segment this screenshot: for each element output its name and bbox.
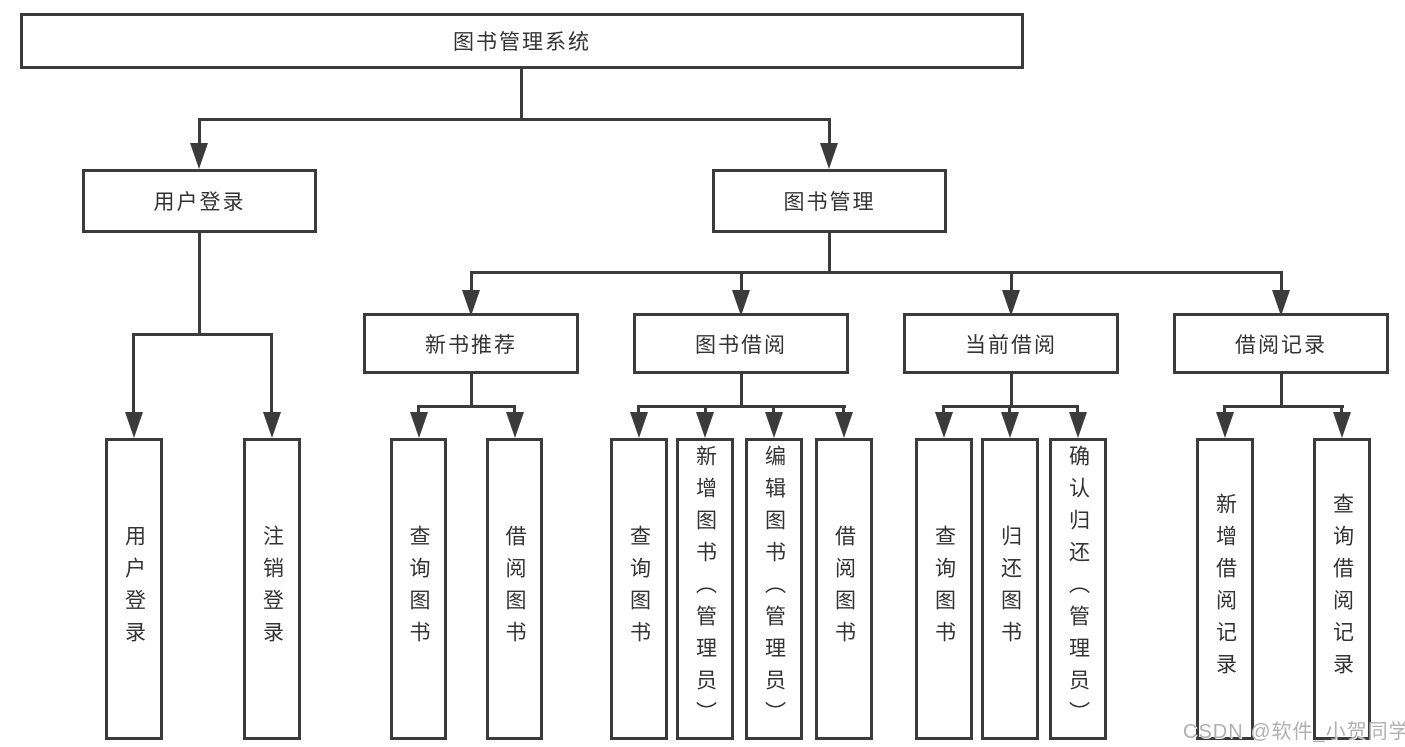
arrowhead-user-login	[190, 143, 208, 169]
node-label: 用户登录	[153, 191, 246, 214]
connector-drop-borrowing-records	[1280, 271, 1283, 293]
csdn-watermark: CSDN @软件_小贺同学	[1183, 721, 1405, 743]
arrowhead-borrowing-records	[1272, 290, 1290, 316]
arrowhead-borrow-books-1	[506, 412, 524, 438]
connector-drop-login-leaf	[132, 333, 135, 413]
node-confirm-return-admin: 确认归还（管理员）	[1049, 438, 1107, 740]
arrowhead-confirm-return	[1069, 412, 1087, 438]
connector-drop	[1076, 405, 1079, 414]
arrowhead-query-borrow-record	[1333, 412, 1351, 438]
arrowhead-borrow-books-2	[835, 412, 853, 438]
arrowhead-return-books	[1001, 412, 1019, 438]
connector-root-stem	[520, 69, 523, 120]
node-label: 借阅图书	[503, 525, 526, 653]
connector-drop-user-login	[198, 118, 201, 145]
arrowhead-new-book	[462, 290, 480, 316]
node-query-books-3: 查询图书	[915, 438, 973, 740]
connector-drop-current-borrowing	[1010, 271, 1013, 293]
connector-drop	[704, 405, 707, 414]
node-label: 确认归还（管理员）	[1066, 445, 1090, 733]
connector-drop	[1008, 405, 1011, 414]
connector-user-login-stem	[198, 233, 201, 335]
node-edit-books-admin: 编辑图书（管理员）	[745, 438, 803, 740]
connector-level3-horizontal	[470, 271, 1282, 274]
node-label: 新书推荐	[425, 333, 517, 357]
arrowhead-edit-books	[765, 412, 783, 438]
node-query-borrow-record: 查询借阅记录	[1313, 438, 1371, 740]
node-current-borrowing: 当前借阅	[903, 313, 1119, 374]
connector-drop-book-borrowing	[740, 271, 743, 293]
connector-book-borrowing-stem	[740, 374, 743, 407]
node-label: 编辑图书（管理员）	[762, 445, 786, 733]
node-query-books-1: 查询图书	[390, 438, 447, 740]
arrowhead-query-books-3	[935, 412, 953, 438]
arrowhead-query-books-2	[630, 412, 648, 438]
connector-level2-horizontal	[198, 118, 831, 121]
connector-new-book-stem	[470, 374, 473, 407]
node-label: 查询图书	[627, 525, 651, 653]
arrowhead-add-borrow-record	[1216, 412, 1234, 438]
node-user-login: 用户登录	[82, 169, 317, 233]
connector-drop-book-management	[828, 118, 831, 145]
node-label: 图书管理系统	[453, 31, 591, 54]
node-label: 借阅记录	[1235, 333, 1327, 357]
arrowhead-book-borrowing	[732, 290, 750, 316]
connector-drop	[772, 405, 775, 414]
arrowhead-logout-leaf	[263, 412, 281, 438]
node-return-books: 归还图书	[981, 438, 1039, 740]
connector-drop	[942, 405, 945, 414]
connector-drop	[513, 405, 516, 414]
node-add-borrow-record: 新增借阅记录	[1196, 438, 1254, 740]
node-book-management: 图书管理	[712, 169, 947, 233]
node-label: 查询图书	[932, 525, 956, 653]
node-borrow-books-1: 借阅图书	[486, 438, 543, 740]
arrowhead-query-books-1	[410, 412, 428, 438]
connector-current-borrowing-stem	[1010, 374, 1013, 407]
arrowhead-login-leaf	[125, 412, 143, 438]
connector-drop	[637, 405, 640, 414]
node-query-books-2: 查询图书	[610, 438, 668, 740]
connector-book-management-stem	[828, 233, 831, 273]
connector-borrowing-records-stem	[1280, 374, 1283, 407]
node-label: 新增借阅记录	[1213, 493, 1237, 685]
connector-book-borrowing-horizontal	[638, 405, 846, 408]
arrowhead-add-books	[696, 412, 714, 438]
connector-drop	[1340, 405, 1343, 414]
node-borrow-books-2: 借阅图书	[815, 438, 873, 740]
node-label: 归还图书	[998, 525, 1022, 653]
node-label: 查询图书	[407, 525, 430, 653]
connector-borrowing-records-horizontal	[1224, 405, 1344, 408]
node-book-borrowing: 图书借阅	[633, 313, 849, 374]
node-logout: 注销登录	[243, 438, 301, 740]
arrowhead-book-management	[820, 143, 838, 169]
connector-drop	[1223, 405, 1226, 414]
node-label: 当前借阅	[965, 333, 1057, 357]
node-label: 图书借阅	[695, 333, 787, 357]
node-borrowing-records: 借阅记录	[1173, 313, 1389, 374]
connector-user-login-horizontal	[132, 333, 273, 336]
node-user-login-leaf: 用户登录	[105, 438, 163, 740]
arrowhead-current-borrowing	[1002, 290, 1020, 316]
node-label: 查询借阅记录	[1330, 493, 1354, 685]
node-new-book-recommendation: 新书推荐	[363, 313, 579, 374]
connector-drop	[417, 405, 420, 414]
node-label: 用户登录	[122, 525, 146, 653]
connector-drop-new-book	[470, 271, 473, 293]
node-label: 图书管理	[783, 191, 876, 214]
node-add-books-admin: 新增图书（管理员）	[676, 438, 734, 740]
node-label: 注销登录	[260, 525, 284, 653]
node-label: 新增图书（管理员）	[693, 445, 717, 733]
node-label: 借阅图书	[832, 525, 856, 653]
node-library-management-system: 图书管理系统	[20, 13, 1024, 69]
connector-drop	[842, 405, 845, 414]
connector-new-book-horizontal	[417, 405, 516, 408]
connector-drop-logout-leaf	[270, 333, 273, 413]
